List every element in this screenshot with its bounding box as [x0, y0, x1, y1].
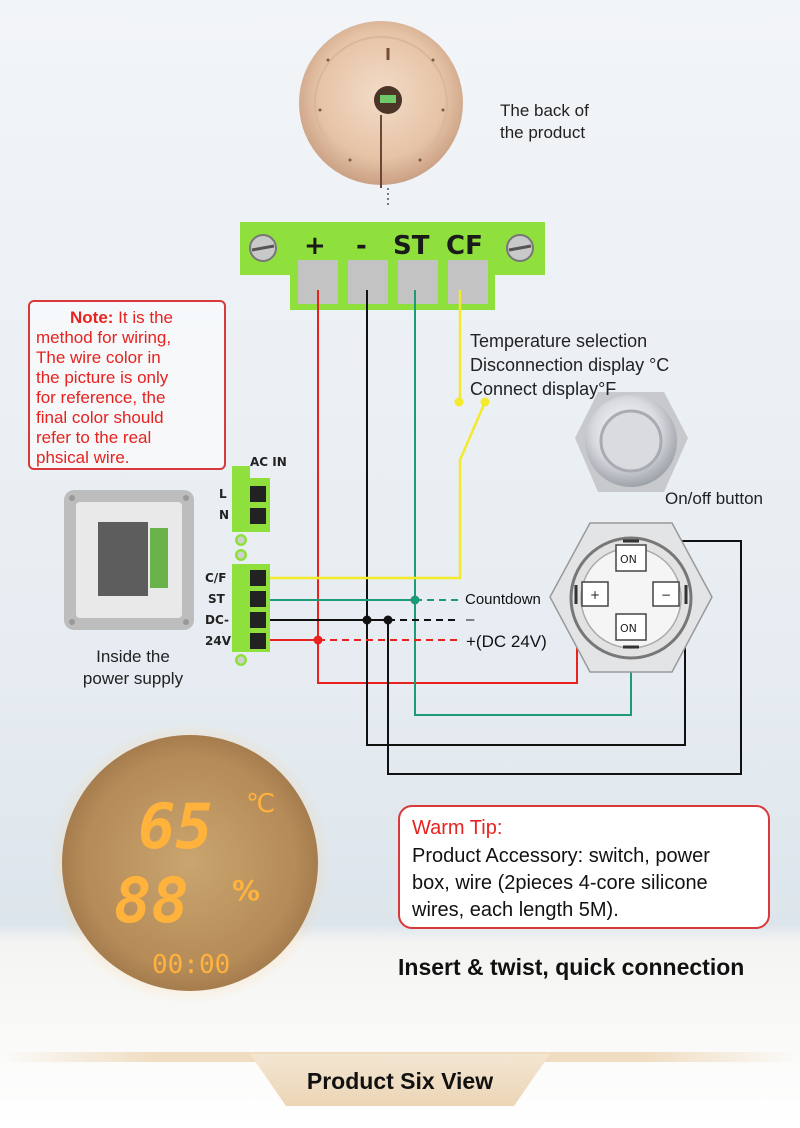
onoff-button-image [575, 392, 688, 492]
note-first-line: Note: It is the [36, 308, 218, 328]
warm-tip-line-1: Product Accessory: switch, power [412, 845, 710, 867]
display-humidity: 88 [114, 864, 189, 937]
terminal-minus: - [356, 231, 367, 261]
switch-plus: + [590, 588, 600, 602]
warm-tip-line-3: wires, each length 5M). [412, 899, 619, 921]
warm-tip-title: Warm Tip: [412, 817, 503, 839]
temperature-selection-label: Temperature selection Disconnection disp… [470, 329, 669, 401]
note-line-4: for reference, the [36, 388, 166, 407]
psu-pin-24v: 24V [205, 634, 232, 648]
yellow-wire-2 [268, 401, 487, 580]
wire-junctions [313, 397, 490, 645]
minus-label: – [466, 611, 475, 628]
switch-on-top: ON [620, 553, 637, 566]
switch-on-bottom: ON [620, 622, 637, 635]
note-line-5: final color should [36, 408, 164, 427]
product-back-line-2: the product [500, 123, 586, 142]
psu-pin-cf: C/F [205, 571, 226, 585]
psu-inside-label: Inside the power supply [70, 646, 196, 690]
onoff-button-label: On/off button [665, 489, 763, 508]
warm-tip-line-2: box, wire (2pieces 4-core silicone [412, 872, 708, 894]
note-line-1: method for wiring, [36, 328, 172, 347]
display-temp: 65 [138, 790, 213, 863]
countdown-label: Countdown [465, 591, 541, 608]
note-bold: Note: [70, 308, 114, 327]
note-line-7: phsical wire. [36, 448, 130, 467]
psu-terminal-strip [232, 466, 270, 666]
note-line-3: the picture is only [36, 368, 169, 387]
terminal-plus: + [304, 231, 326, 261]
psu-label-line-2: power supply [82, 669, 184, 688]
warm-tip-box: Warm Tip: Product Accessory: switch, pow… [398, 805, 770, 929]
terminal-cf: CF [446, 231, 483, 261]
six-view-title: Product Six View [306, 1068, 494, 1094]
plus-dc-label: +(DC 24V) [466, 632, 547, 651]
black-wire-2 [387, 540, 742, 775]
six-view-tab [250, 1054, 550, 1106]
note-first-text: It is the [113, 308, 173, 327]
switch-back-view [549, 522, 713, 673]
product-back-label: The back of the product [500, 100, 589, 144]
temp-selection-line-1: Temperature selection [470, 331, 648, 351]
insert-twist-caption: Insert & twist, quick connection [398, 954, 745, 980]
psu-pin-st: ST [208, 592, 226, 606]
product-back-disc [299, 21, 463, 206]
note-box: Note: It is the method for wiring, The w… [28, 300, 226, 470]
terminal-st: ST [393, 231, 430, 261]
temp-selection-line-2: Disconnection display °C [470, 355, 670, 375]
psu-pin-dc: DC- [205, 613, 229, 627]
display-temp-unit: ℃ [246, 789, 275, 819]
psu-label-line-1: Inside the [96, 647, 170, 666]
green-wire [414, 290, 632, 716]
ac-in-label: AC IN [250, 455, 287, 469]
psu-n-label: N [219, 508, 229, 522]
temp-selection-line-3: Connect display°F [470, 379, 617, 399]
note-line-6: refer to the real [36, 428, 152, 447]
psu-l-label: L [219, 487, 227, 501]
note-line-2: The wire color in [36, 348, 161, 367]
display-humidity-unit: % [232, 874, 260, 907]
display-time: 00:00 [152, 950, 230, 980]
warm-tip-text: Product Accessory: switch, power box, wi… [412, 843, 756, 924]
switch-minus: − [661, 588, 671, 602]
power-supply-box [64, 490, 194, 630]
product-back-line-1: The back of [500, 101, 589, 120]
display-disc [50, 723, 330, 1003]
